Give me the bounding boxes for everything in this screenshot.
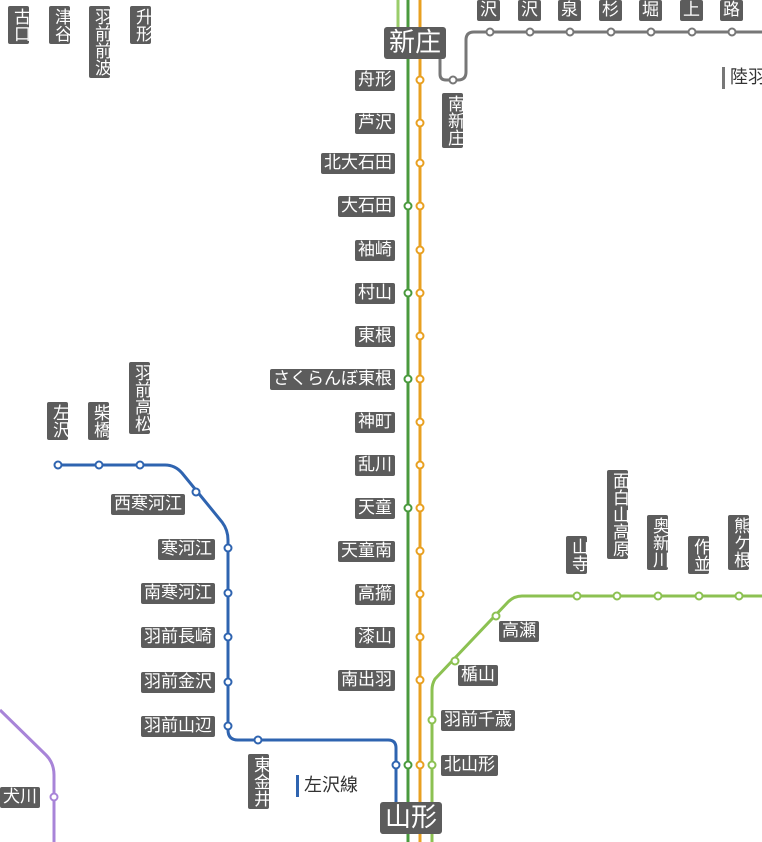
shinkansen-station-dot — [415, 546, 425, 556]
purple-line — [0, 708, 56, 842]
shinkansen-station-dot — [415, 675, 425, 685]
station-inukawa[interactable]: 犬川 — [0, 787, 40, 808]
ou-line-station-dot — [403, 288, 413, 298]
station-takatama[interactable]: 高擶 — [355, 584, 395, 605]
station-partial-3[interactable]: 泉 — [558, 0, 581, 21]
ou-line-station-dot — [403, 503, 413, 513]
senzan-line — [430, 594, 762, 842]
station-shibahashi[interactable]: 柴橋 — [88, 402, 110, 440]
station-oishida[interactable]: 大石田 — [338, 196, 395, 217]
shinkansen-station-dot — [415, 118, 425, 128]
station-uzen-kanezawa[interactable]: 羽前金沢 — [141, 672, 215, 693]
shinkansen-station-dot — [415, 760, 425, 770]
station-omoshiroyama-kogen[interactable]: 面白山高原 — [607, 470, 629, 559]
station-urushiyama[interactable]: 漆山 — [355, 627, 395, 648]
station-kita-yamagata[interactable]: 北山形 — [441, 755, 498, 776]
line-label-aterazawa-text: 左沢線 — [304, 775, 358, 796]
line-label-aterazawa: 左沢線 — [296, 775, 358, 797]
station-yamadera[interactable]: 山寺 — [566, 536, 588, 574]
station-uzen-chitose[interactable]: 羽前千歳 — [441, 710, 515, 731]
station-partial-1[interactable]: 沢 — [477, 0, 500, 21]
station-tendo[interactable]: 天童 — [355, 498, 395, 519]
ou-line-station-dot — [403, 760, 413, 770]
shinkansen-station-dot — [415, 417, 425, 427]
station-uzen-maenami[interactable]: 羽前前波 — [89, 6, 111, 78]
shinkansen-station-dot — [415, 374, 425, 384]
station-aterazawa[interactable]: 左沢 — [47, 402, 69, 440]
station-shinjo[interactable]: 新庄 — [384, 27, 447, 59]
station-kumagane[interactable]: 熊ケ根 — [728, 515, 750, 570]
main-line-station-dots — [403, 75, 425, 770]
station-nishi-sagae[interactable]: 西寒河江 — [111, 494, 185, 515]
branch-station-dots — [49, 27, 744, 802]
shinkansen-station-dot — [415, 460, 425, 470]
station-tsuya[interactable]: 津谷 — [49, 6, 71, 44]
station-funagata[interactable]: 舟形 — [355, 70, 395, 91]
station-midaregawa[interactable]: 乱川 — [355, 455, 395, 476]
station-jinmachi[interactable]: 神町 — [355, 412, 395, 433]
station-oku-nikkawa[interactable]: 奥新川 — [647, 515, 669, 570]
station-minami-sagae[interactable]: 南寒河江 — [141, 583, 215, 604]
station-tendo-minami[interactable]: 天童南 — [338, 541, 395, 562]
shinkansen-station-dot — [415, 589, 425, 599]
station-furukuchi[interactable]: 古口 — [8, 6, 30, 44]
station-partial-2[interactable]: 沢 — [518, 0, 541, 21]
line-label-rikuu: 陸羽 — [722, 67, 762, 89]
shinkansen-station-dot — [415, 201, 425, 211]
station-uzen-yamabe[interactable]: 羽前山辺 — [141, 716, 215, 737]
station-partial-5[interactable]: 堀 — [639, 0, 662, 21]
shinkansen-station-dot — [415, 245, 425, 255]
shinkansen-station-dot — [415, 288, 425, 298]
station-sodesaki[interactable]: 袖崎 — [355, 240, 395, 261]
shinkansen-station-dot — [415, 331, 425, 341]
station-murayama[interactable]: 村山 — [355, 283, 395, 304]
station-uzen-takamatsu[interactable]: 羽前高松 — [129, 362, 151, 434]
line-color-bar — [296, 775, 299, 797]
shinkansen-station-dot — [415, 503, 425, 513]
station-kita-oishida[interactable]: 北大石田 — [321, 153, 395, 174]
shinkansen-station-dot — [415, 75, 425, 85]
station-ashisawa[interactable]: 芦沢 — [355, 113, 395, 134]
rikuu-east-line — [438, 30, 762, 82]
station-minami-dewa[interactable]: 南出羽 — [338, 670, 395, 691]
station-sagae[interactable]: 寒河江 — [158, 539, 215, 560]
shinkansen-station-dot — [415, 158, 425, 168]
station-partial-6[interactable]: 上 — [680, 0, 703, 21]
station-sakunami[interactable]: 作並 — [688, 536, 710, 574]
station-higashine[interactable]: 東根 — [355, 326, 395, 347]
ou-line-station-dot — [403, 374, 413, 384]
line-label-rikuu-text: 陸羽 — [730, 67, 762, 88]
shinkansen-station-dot — [415, 632, 425, 642]
station-higashi-kanai[interactable]: 東金井 — [248, 754, 270, 809]
station-takase[interactable]: 高瀬 — [499, 621, 539, 642]
station-tateyama[interactable]: 楯山 — [458, 665, 498, 686]
line-color-bar — [722, 67, 725, 89]
station-yamagata[interactable]: 山形 — [380, 802, 443, 834]
station-sakuranbo-higashine[interactable]: さくらんぼ東根 — [270, 369, 395, 390]
station-minami-shinjo[interactable]: 南新庄 — [442, 93, 464, 148]
station-masukata[interactable]: 升形 — [130, 6, 152, 44]
station-partial-4[interactable]: 杉 — [599, 0, 622, 21]
station-uzen-nagasaki[interactable]: 羽前長崎 — [141, 627, 215, 648]
station-partial-7[interactable]: 路 — [720, 0, 743, 21]
ou-line-station-dot — [403, 201, 413, 211]
